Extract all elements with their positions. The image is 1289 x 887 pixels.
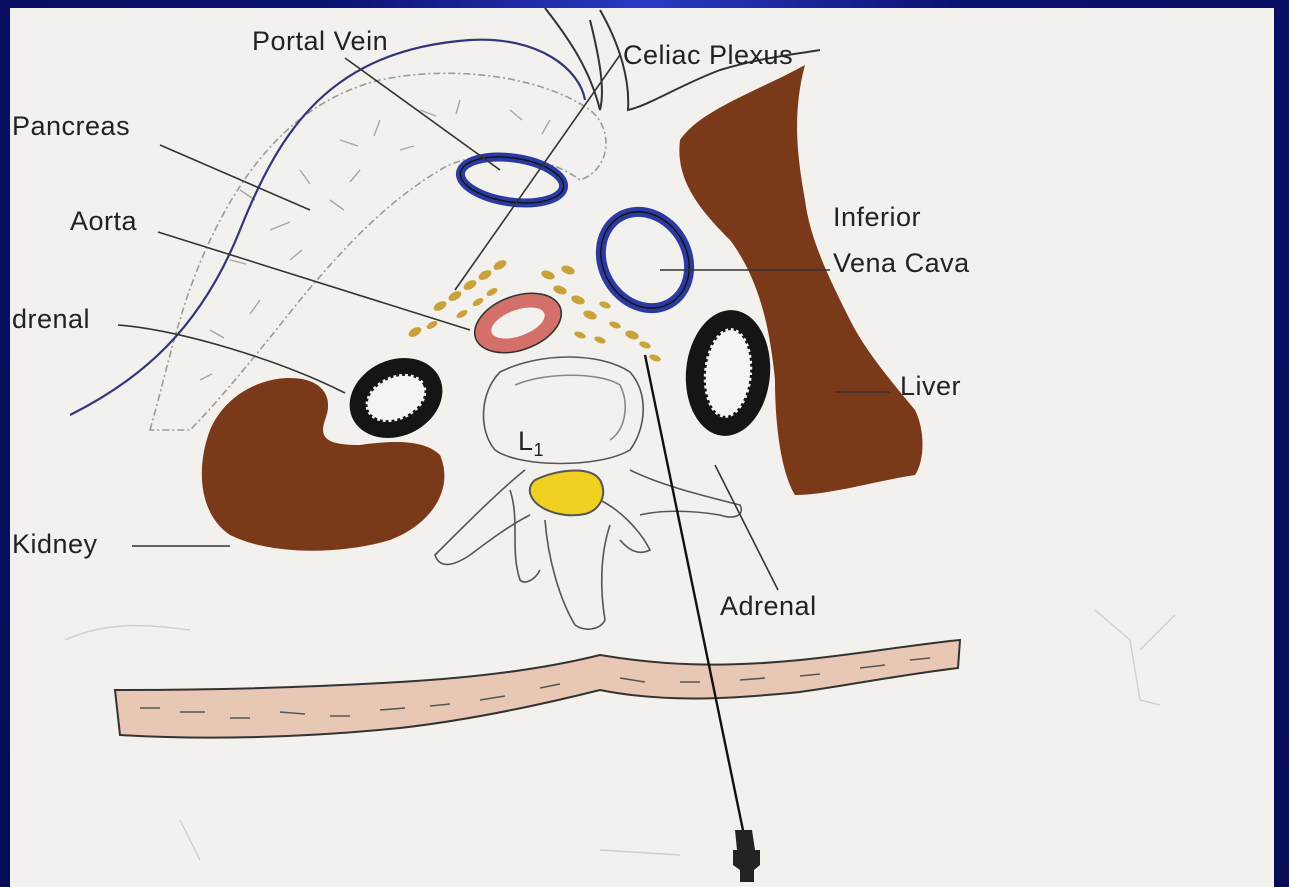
adrenal-right-leader <box>715 465 778 590</box>
aorta-leader <box>158 232 470 330</box>
spinal-canal <box>530 471 603 516</box>
pancreas-leader <box>160 145 310 210</box>
label-kidney: Kidney <box>12 529 98 559</box>
adrenal-gland-right <box>681 307 776 440</box>
peritoneum-line <box>70 40 585 415</box>
back-skin-layer <box>115 640 960 738</box>
label-celiac-plexus: Celiac Plexus <box>623 40 793 70</box>
label-l1: L1 <box>518 426 544 460</box>
label-liver: Liver <box>900 371 961 401</box>
label-inferior: Inferior <box>833 202 921 232</box>
label-pancreas: Pancreas <box>12 111 130 141</box>
label-vena-cava: Vena Cava <box>833 248 970 278</box>
label-aorta: Aorta <box>70 206 138 236</box>
label-portal-vein: Portal Vein <box>252 26 388 56</box>
label-l1-subscript: 1 <box>534 440 545 460</box>
label-adrenal-right: Adrenal <box>720 591 817 621</box>
label-l1-letter: L <box>518 426 534 456</box>
label-adrenal-left: drenal <box>12 304 90 334</box>
adrenal-gland-left <box>336 343 455 452</box>
portal-vein <box>457 151 566 209</box>
